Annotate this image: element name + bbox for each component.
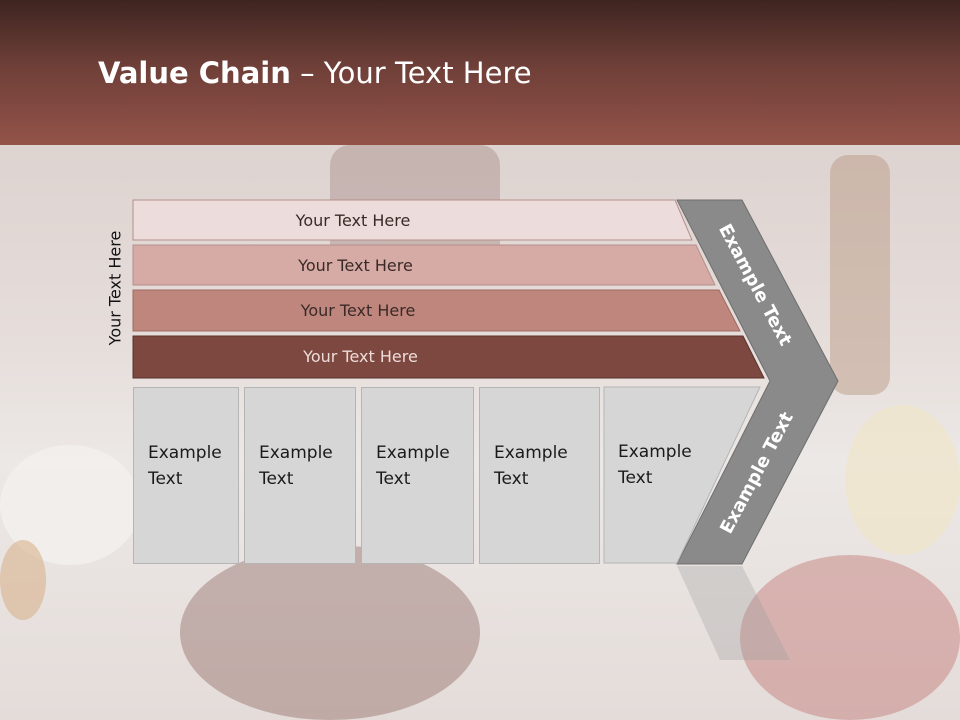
bar-2-shape bbox=[132, 244, 716, 286]
bar-1[interactable]: Your Text Here bbox=[133, 200, 693, 240]
box-3-line-1: Example bbox=[376, 443, 450, 463]
slide-title-bold: Value Chain bbox=[98, 56, 291, 90]
box-2-line-2: Text bbox=[259, 469, 294, 489]
slide-title-rest: – Your Text Here bbox=[290, 56, 532, 90]
bar-1-label: Your Text Here bbox=[295, 210, 411, 230]
example-box-4[interactable]: Example Text bbox=[479, 387, 600, 564]
bar-2-label: Your Text Here bbox=[298, 255, 413, 275]
box-2-line-1: Example bbox=[259, 443, 333, 463]
box-5-line-1: Example bbox=[618, 442, 692, 462]
bar-3-label: Your Text Here bbox=[300, 300, 416, 320]
example-box-5[interactable]: Example Text bbox=[604, 387, 704, 564]
bar-1-shape bbox=[132, 199, 693, 241]
bar-3[interactable]: Your Text Here bbox=[133, 290, 703, 330]
box-1-line-1: Example bbox=[148, 443, 222, 463]
example-box-2[interactable]: Example Text bbox=[244, 387, 356, 564]
box-4-line-2: Text bbox=[494, 469, 529, 489]
chevron-arrow bbox=[676, 199, 839, 565]
example-box-1[interactable]: Example Text bbox=[133, 387, 239, 564]
bar-4-label: Your Text Here bbox=[303, 346, 418, 366]
slide-title[interactable]: Value Chain – Your Text Here bbox=[98, 56, 532, 90]
chevron-reflection bbox=[677, 566, 790, 660]
example-box-3[interactable]: Example Text bbox=[361, 387, 474, 564]
box-1-line-2: Text bbox=[148, 469, 183, 489]
box-5-shape bbox=[603, 386, 761, 564]
bar-4[interactable]: Your Text Here bbox=[133, 336, 708, 376]
title-banner: Value Chain – Your Text Here bbox=[0, 0, 960, 145]
bar-2[interactable]: Your Text Here bbox=[133, 245, 698, 285]
box-4-line-1: Example bbox=[494, 443, 568, 463]
box-3-line-2: Text bbox=[376, 469, 411, 489]
box-5-line-2: Text bbox=[618, 468, 653, 488]
bar-3-shape bbox=[132, 289, 741, 332]
bar-4-shape bbox=[132, 335, 765, 379]
